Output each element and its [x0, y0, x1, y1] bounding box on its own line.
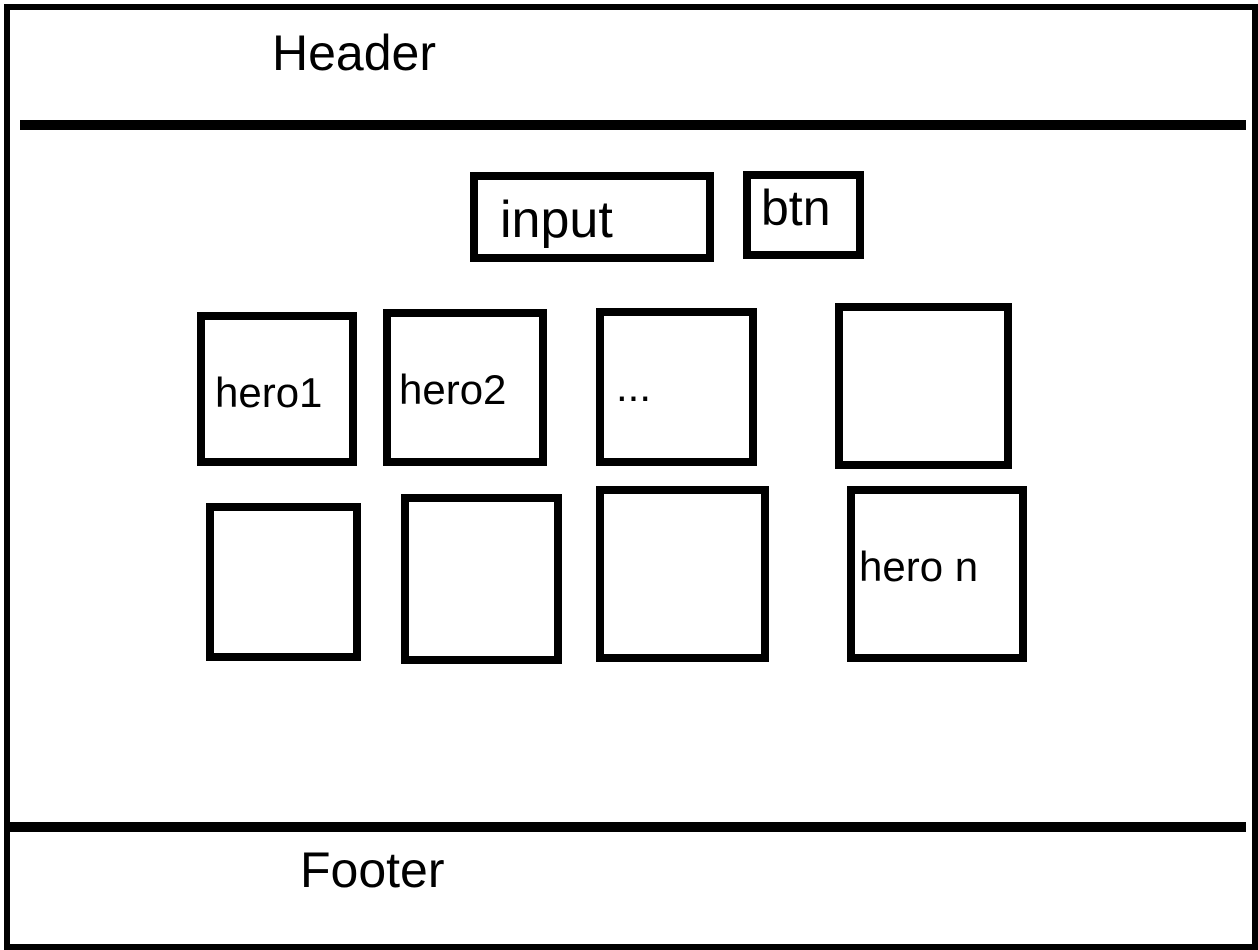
hero-card-label: hero1 — [215, 369, 323, 416]
footer-label: Footer — [300, 842, 445, 898]
hero-card-n[interactable]: hero n — [847, 486, 1027, 662]
search-input-label: input — [500, 191, 613, 249]
search-button[interactable]: btn — [743, 171, 864, 259]
page-frame — [4, 4, 1258, 950]
hero-card-4[interactable] — [835, 303, 1012, 469]
header-divider — [20, 120, 1246, 130]
footer-divider — [10, 822, 1246, 832]
hero-card-label: hero2 — [399, 366, 507, 413]
hero-card-1[interactable]: hero1 — [197, 312, 357, 466]
hero-card-label: ... — [616, 363, 652, 410]
search-input-box[interactable]: input — [470, 172, 714, 262]
hero-card-7[interactable] — [596, 486, 769, 662]
search-button-label: btn — [761, 180, 831, 236]
hero-card-6[interactable] — [401, 494, 562, 664]
hero-card-5[interactable] — [206, 503, 361, 661]
hero-card-label: hero n — [859, 543, 979, 590]
header-label: Header — [272, 25, 436, 81]
hero-card-3[interactable]: ... — [596, 308, 757, 466]
hero-card-2[interactable]: hero2 — [383, 309, 547, 466]
